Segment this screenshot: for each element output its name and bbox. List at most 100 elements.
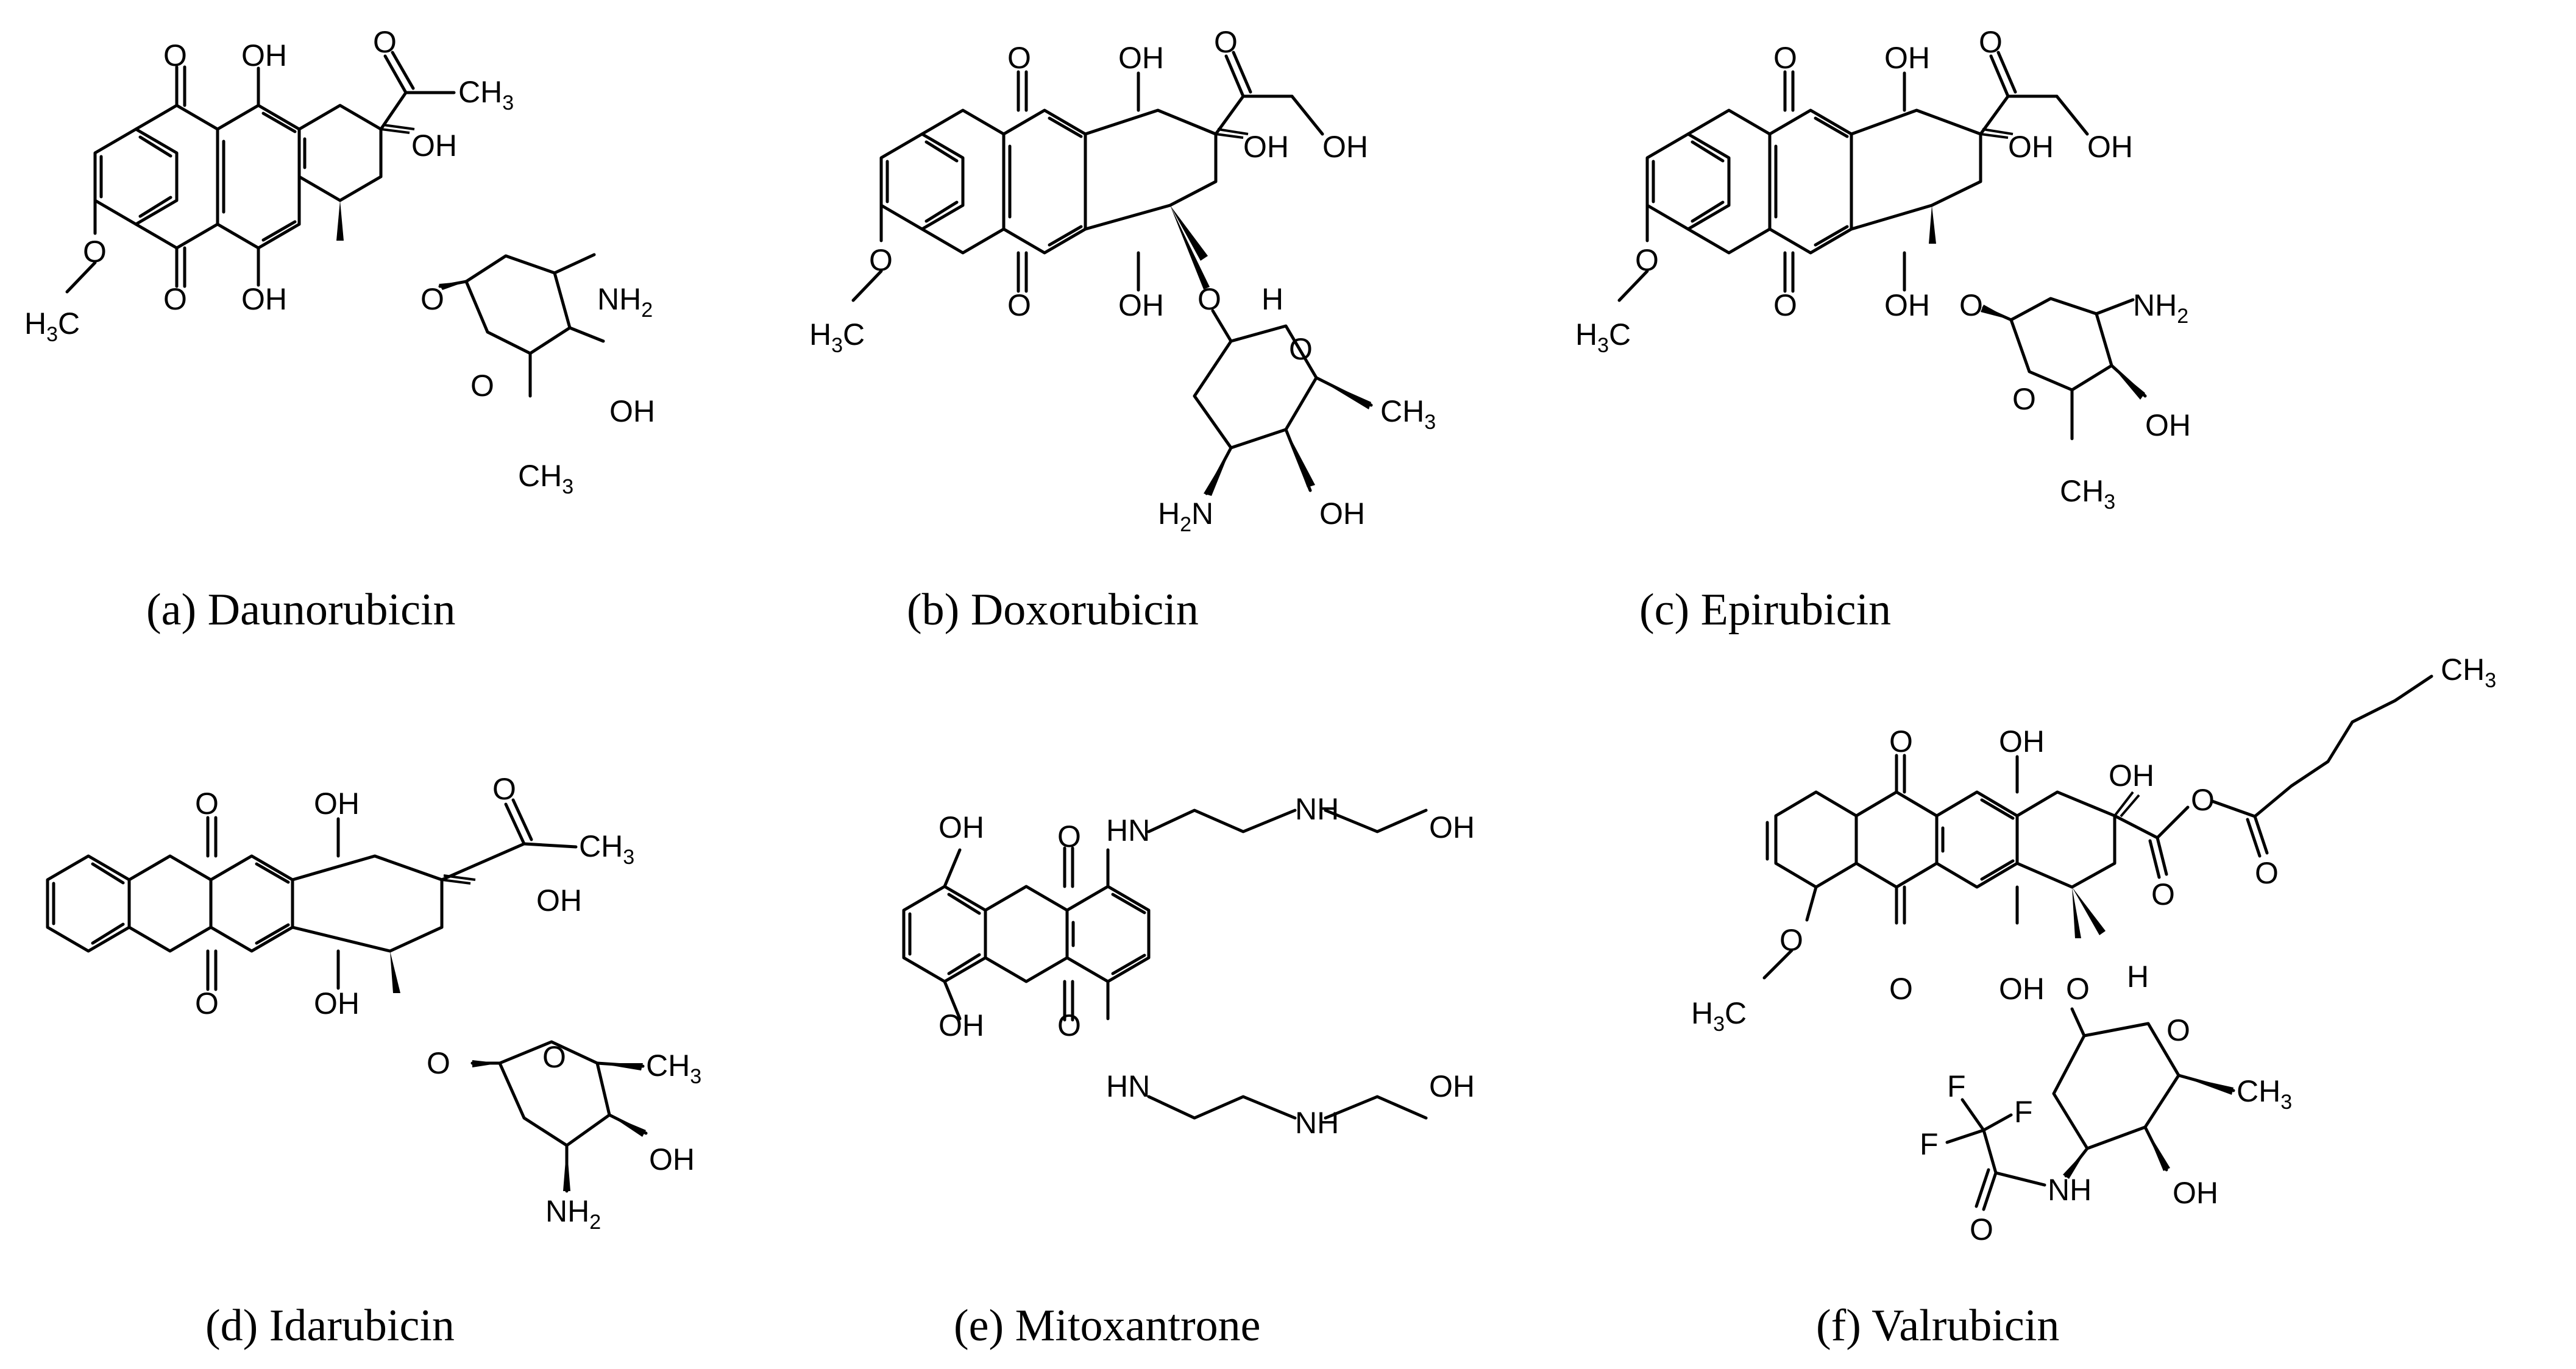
label-e-nh-top: NH (1295, 792, 1339, 826)
label-f-ome-o: O (1779, 923, 1803, 957)
bonds-doxorubicin (851, 51, 1373, 495)
caption-e: (e) Mitoxantrone (954, 1301, 1260, 1351)
bonds-mitoxantrone (902, 808, 1428, 1120)
label-b-oh-bot: OH (1118, 288, 1164, 322)
bonds-idarubicin (46, 798, 648, 1193)
bonds-epirubicin (1617, 51, 2147, 440)
caption-d: (d) Idarubicin (205, 1301, 455, 1351)
label-d-o-bot: O (195, 986, 219, 1021)
label-c-oh-ch2: OH (2087, 130, 2133, 164)
label-e-hn-top: HN (1106, 813, 1150, 847)
label-d-o-acetyl: O (492, 772, 516, 806)
label-f-o-bot: O (1889, 972, 1913, 1006)
label-e-o-top: O (1057, 819, 1081, 854)
label-c-oh-c9: OH (2008, 130, 2054, 164)
label-a-h3c: H3C (24, 306, 80, 346)
label-f-nh: NH (2048, 1173, 2092, 1207)
label-d-oh-c9: OH (536, 883, 582, 918)
label-a-ch3: CH3 (458, 75, 514, 115)
label-d-ch3-sugar: CH3 (646, 1049, 701, 1088)
label-c-ch3-sugar: CH3 (2060, 474, 2115, 514)
label-d-oh-bot: OH (314, 986, 360, 1021)
label-a-o-acetyl: O (373, 25, 397, 59)
label-e-oh-bot: OH (939, 1008, 984, 1042)
label-a-o-bot: O (163, 282, 187, 316)
label-c-o-glyc: O (1959, 288, 1983, 322)
label-f-oh-sugar: OH (2173, 1176, 2218, 1210)
bonds-daunorubicin (65, 51, 605, 398)
label-b-o-acetyl: O (1214, 25, 1238, 59)
label-f-f3: F (1920, 1127, 1939, 1161)
label-e-oh-chain-top: OH (1429, 810, 1475, 844)
label-f-ch3-tail: CH3 (2441, 653, 2496, 692)
label-c-o-bot: O (1773, 288, 1797, 322)
label-c-ring-o: O (2012, 382, 2036, 416)
label-d-oh-sugar: OH (649, 1142, 695, 1176)
label-f-o-glyc: O (2066, 972, 2090, 1006)
label-a-oh-top: OH (241, 38, 287, 73)
label-f-o-keto: O (2151, 877, 2175, 911)
label-b-h3c: H3C (809, 317, 865, 357)
label-c-o-top: O (1773, 41, 1797, 75)
molecule-daunorubicin: O OH O CH3 OH H3C O O OH O NH2 O OH CH3 … (24, 25, 655, 635)
label-e-oh-chain-bot: OH (1429, 1069, 1475, 1103)
label-e-oh-top: OH (939, 810, 984, 844)
label-b-h-c7: H (1261, 282, 1283, 316)
label-d-o-glyc: O (427, 1046, 450, 1080)
label-a-oh-sugar: OH (609, 394, 655, 428)
molecule-mitoxantrone: OH O HN NH OH OH O HN NH OH (e) Mitoxant… (902, 792, 1475, 1351)
label-f-h3c: H3C (1691, 996, 1747, 1036)
label-a-ring-o: O (470, 369, 494, 403)
label-c-ome-o: O (1635, 243, 1659, 277)
label-f-h-c7: H (2127, 960, 2149, 994)
label-f-o-carbonyl-ester: O (2255, 856, 2279, 890)
label-d-oh-top: OH (314, 787, 360, 821)
label-a-ch3-sugar: CH3 (518, 459, 573, 498)
label-b-oh-ch2: OH (1322, 130, 1368, 164)
molecule-epirubicin: O OH O OH OH H3C O O OH O NH2 O OH CH3 (… (1575, 25, 2191, 635)
molecule-valrubicin: CH3 O OH OH O O O H3C O O OH O H O CH3 F… (1691, 653, 2496, 1351)
label-d-o-top: O (195, 787, 219, 821)
label-b-o-bot: O (1007, 288, 1031, 322)
label-b-o-glyc: O (1198, 282, 1221, 316)
label-c-h3c: H3C (1575, 317, 1631, 357)
caption-b: (b) Doxorubicin (907, 585, 1199, 635)
label-c-oh-top: OH (1884, 41, 1930, 75)
label-f-oh-bot: OH (1999, 972, 2045, 1006)
label-b-ch3-sugar: CH3 (1380, 394, 1436, 434)
label-a-o-glyc: O (420, 282, 444, 316)
label-e-hn-bot: HN (1106, 1069, 1150, 1103)
label-f-oh-top: OH (1999, 724, 2045, 759)
caption-f: (f) Valrubicin (1816, 1301, 2059, 1351)
label-b-ring-o: O (1289, 332, 1313, 366)
label-d-ch3: CH3 (579, 829, 634, 869)
label-f-o-top: O (1889, 724, 1913, 759)
label-b-oh-sugar: OH (1319, 497, 1365, 531)
label-a-o-top: O (163, 38, 187, 73)
label-d-ring-o: O (542, 1040, 566, 1074)
label-b-ome-o: O (869, 243, 893, 277)
molecule-doxorubicin: O OH O OH OH H3C O O OH H O O CH3 H2N OH… (809, 25, 1436, 635)
label-c-o-acetyl: O (1979, 25, 2003, 59)
caption-c: (c) Epirubicin (1639, 585, 1891, 635)
label-a-oh-c9: OH (411, 129, 457, 163)
label-e-nh-bot: NH (1295, 1106, 1339, 1140)
label-a-nh2: NH2 (597, 282, 653, 322)
label-f-ch3-sugar: CH3 (2237, 1074, 2292, 1114)
bonds-valrubicin (1762, 674, 2433, 1211)
label-a-oh-bot: OH (241, 282, 287, 316)
label-b-h2n: H2N (1158, 497, 1213, 536)
label-f-ring-o: O (2166, 1013, 2190, 1047)
label-f-f2: F (2014, 1095, 2033, 1129)
label-f-o-ester: O (2191, 783, 2215, 817)
label-c-oh-bot: OH (1884, 288, 1930, 322)
label-a-ome-o: O (83, 235, 107, 269)
label-f-o-amide: O (1970, 1212, 1993, 1247)
label-b-oh-c9: OH (1243, 130, 1289, 164)
label-f-oh-c9: OH (2109, 759, 2154, 793)
label-f-f1: F (1947, 1069, 1966, 1103)
label-c-oh-sugar: OH (2145, 408, 2191, 442)
label-e-o-bot: O (1057, 1008, 1081, 1042)
label-b-oh-top: OH (1118, 41, 1164, 75)
